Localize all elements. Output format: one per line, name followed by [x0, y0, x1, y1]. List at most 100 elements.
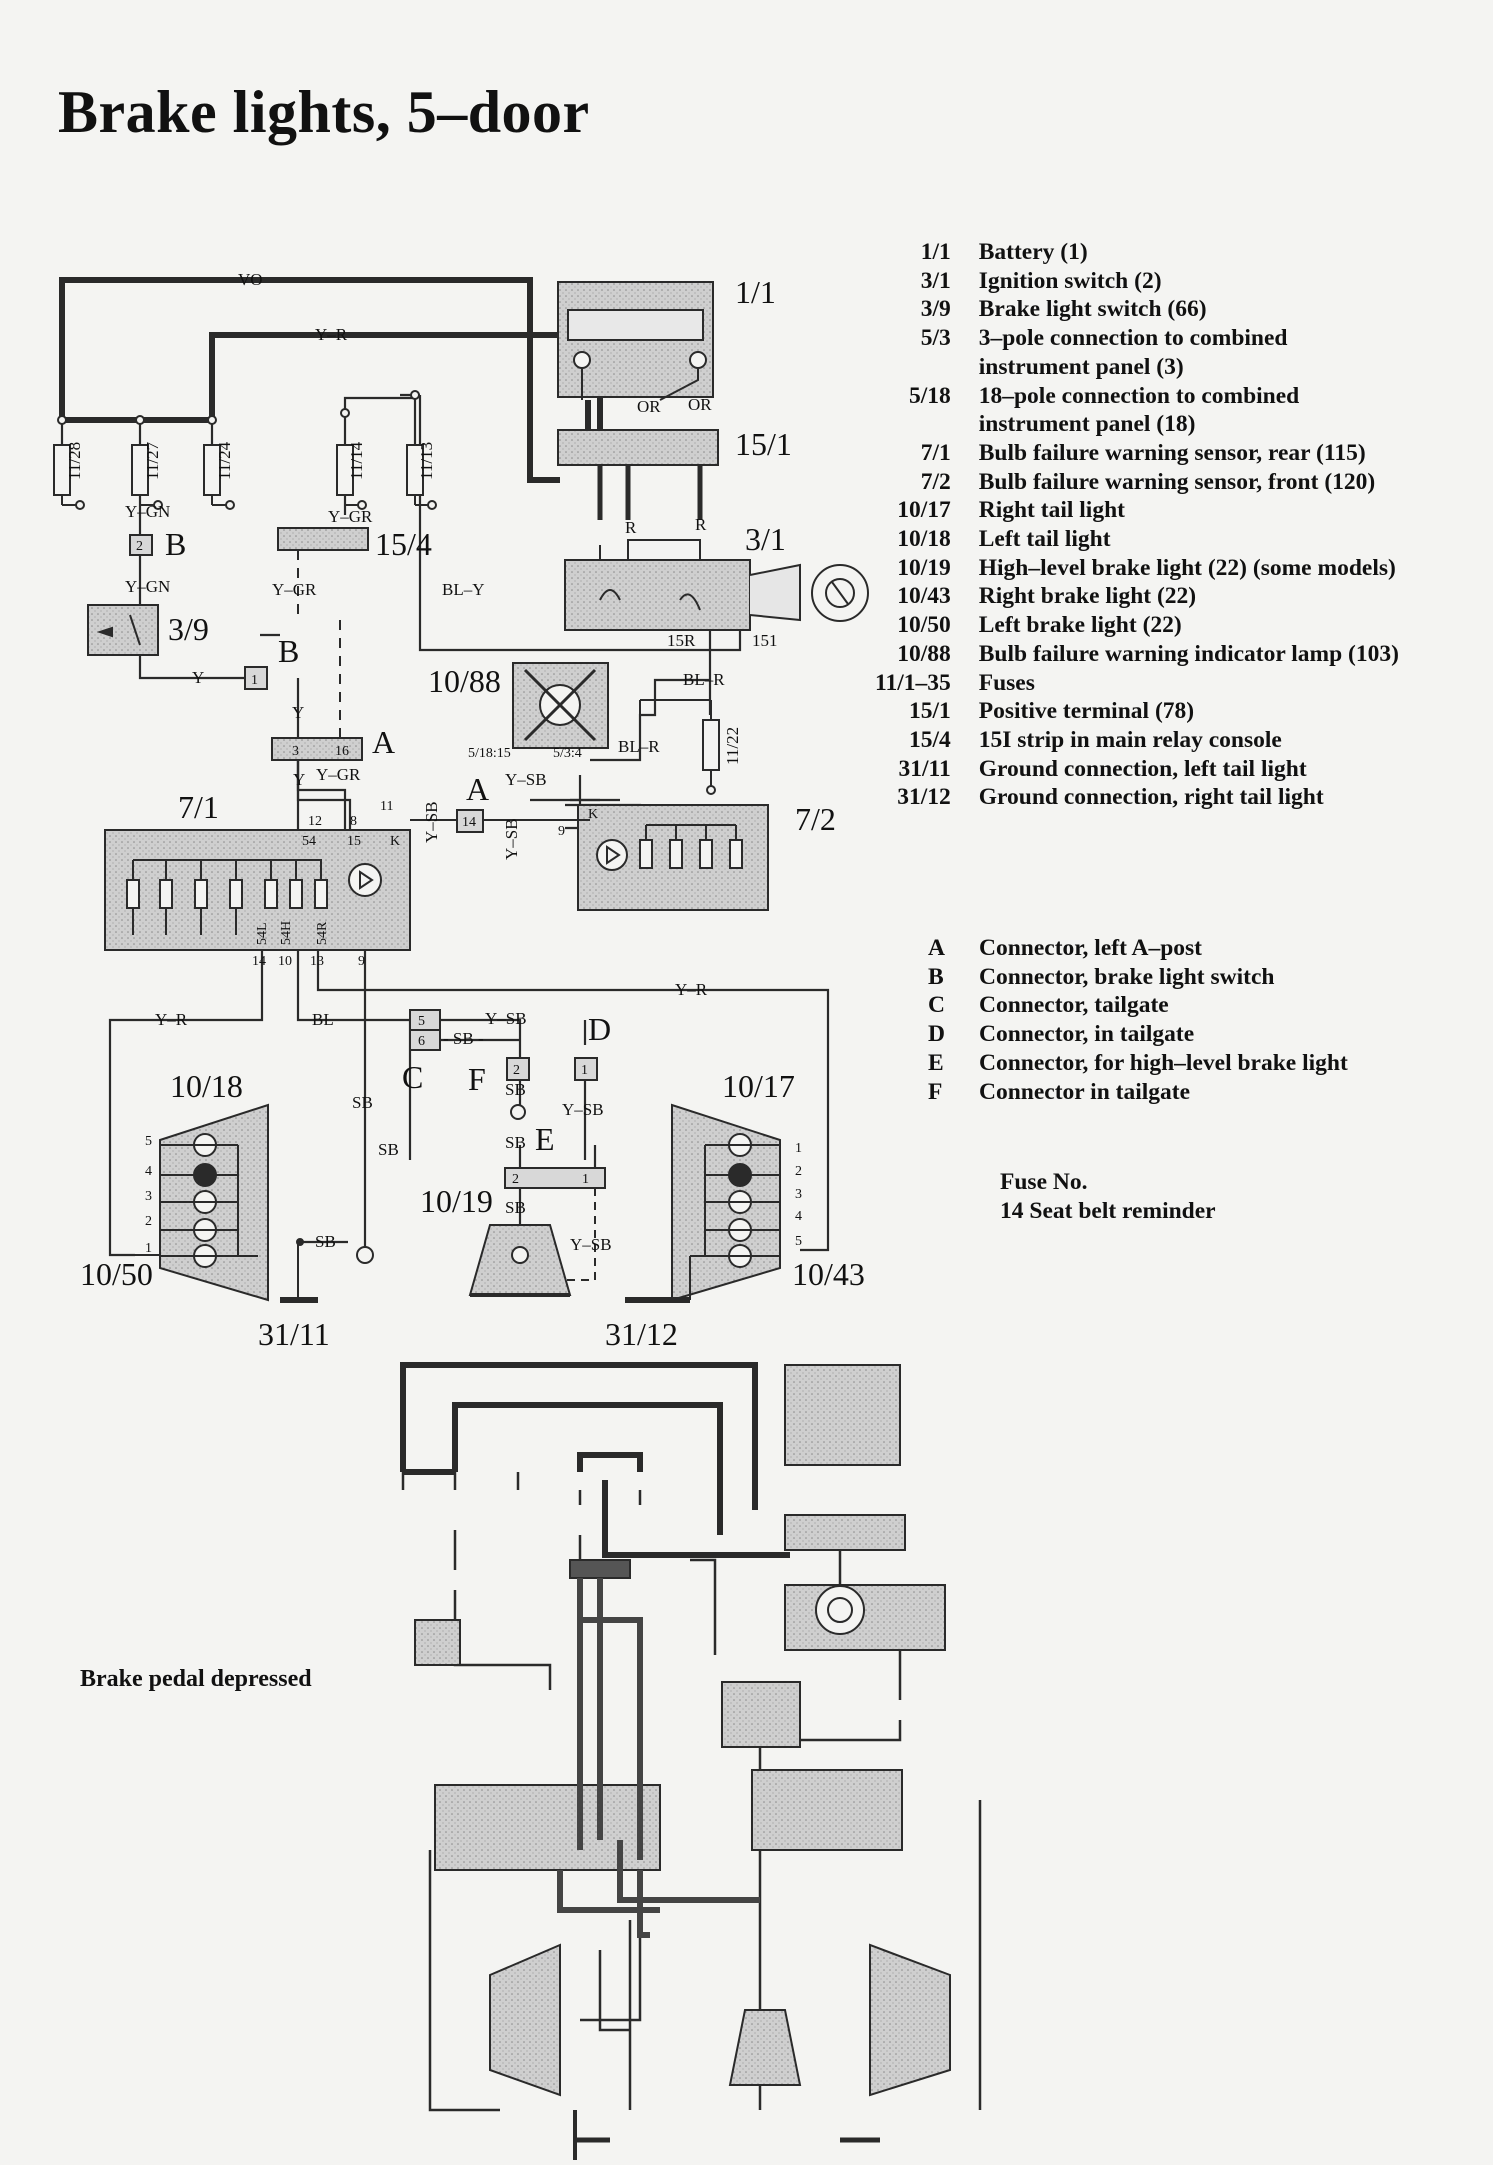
wire-label-y-2: Y [292, 703, 304, 722]
pin-13-out: 13 [310, 954, 324, 969]
legend-component-code: 10/50 [897, 612, 951, 639]
legend-component-desc: Right tail light [978, 497, 1125, 524]
label-connector-b-lower: B [278, 633, 299, 669]
legend-component-desc: instrument panel (3) [978, 353, 1184, 380]
legend-component-desc: Left tail light [978, 526, 1111, 553]
wire-label-sb-3: SB [505, 1080, 526, 1099]
label-battery: 1/1 [735, 274, 776, 310]
pin-l3: 3 [145, 1189, 152, 1204]
wire-label-yr-right: Y–R [675, 980, 708, 999]
fuse-note-line: 14 Seat belt reminder [1000, 1197, 1216, 1224]
label-fuse-11-13: 11/13 [417, 442, 436, 480]
label-ground-right: 31/12 [605, 1316, 678, 1352]
label-fuse-11-28: 11/28 [65, 442, 84, 480]
legend-connector-code: F [928, 1078, 943, 1105]
wire-label-ygn-1: Y–GN [125, 502, 170, 521]
pin-2-f: 2 [513, 1063, 520, 1078]
legend-component-code: 10/18 [897, 526, 951, 553]
pin-9-out: 9 [358, 954, 365, 969]
wire-label-vo: VO [238, 270, 263, 289]
pin-53: 5/3:4 [553, 746, 582, 761]
legend-component-code: 10/88 [897, 640, 951, 667]
pin-l2: 2 [145, 1214, 152, 1229]
sensor-front [577, 804, 769, 911]
pin-b-upper: 2 [136, 539, 143, 554]
fuse-group [53, 390, 437, 510]
label-ground-left: 31/11 [258, 1316, 330, 1352]
wire-label-yr-left: Y–R [155, 1010, 188, 1029]
legend-connector-desc: Connector, in tailgate [978, 1021, 1195, 1048]
legend-component-desc: Ground connection, right tail light [978, 784, 1324, 811]
wire-label-ygr-3: Y–GR [316, 765, 361, 784]
legend-component-code: 3/1 [920, 267, 951, 294]
wire-label-yr-top: Y–R [315, 325, 348, 344]
wire-label-ysb-1: Y–SB [505, 770, 547, 789]
pin-54h: 54H [279, 921, 294, 945]
wire-label-ysb-3: Y–SB [502, 818, 521, 860]
legend-component-desc: 18–pole connection to combined [978, 382, 1300, 409]
legend-component-desc: Brake light switch (66) [978, 296, 1207, 323]
legend-component-desc: Right brake light (22) [978, 583, 1197, 610]
label-fuse-11-24: 11/24 [215, 441, 234, 480]
label-ignition-switch: 3/1 [745, 521, 786, 557]
pin-l4: 4 [145, 1164, 152, 1179]
wire-label-r-1: R [625, 518, 637, 537]
wire-label-y-3: Y [293, 770, 305, 789]
wire-label-sb-1: SB [352, 1093, 373, 1112]
pin-r1: 1 [795, 1141, 802, 1156]
wire-label-blr-2: BL–R [618, 737, 660, 756]
legend-component-code: 1/1 [920, 239, 951, 265]
label-connector-e: E [535, 1121, 555, 1157]
wire-label-or-2: OR [688, 395, 712, 414]
legend-connector-desc: Connector, for high–level brake light [978, 1049, 1348, 1076]
legend-component-code: 10/19 [897, 554, 951, 581]
legend-component-row: 10/17 Right tail light [875, 496, 1399, 525]
legend-component-desc: Bulb failure warning indicator lamp (103… [978, 640, 1399, 667]
legend-connector-code: E [928, 1049, 944, 1076]
legend-component-desc: Ground connection, left tail light [978, 755, 1307, 782]
legend-component-code: 15/4 [908, 726, 951, 753]
legend-component-desc: 15I strip in main relay console [978, 726, 1282, 753]
wire-label-blr-1: BL–R [683, 670, 725, 689]
pin-l5: 5 [145, 1134, 152, 1149]
pin-a-16: 16 [335, 744, 349, 759]
connector-b-box [129, 534, 153, 556]
pin-b-lower: 1 [251, 673, 258, 688]
pin-a-14: 14 [462, 815, 476, 830]
label-connector-d: D [588, 1011, 611, 1047]
legend-connector-desc: Connector, tailgate [978, 992, 1169, 1019]
label-strip-15i: 15/4 [375, 526, 432, 562]
legend-component-row: 10/88 Bulb failure warning indicator lamp… [875, 640, 1399, 669]
wire-label-sb-6: SB [315, 1232, 336, 1251]
pin-1-e: 1 [582, 1172, 589, 1187]
wire-label-sb-4: SB [505, 1133, 526, 1152]
legend-connector-row: E Connector, for high–level brake light [928, 1049, 1348, 1078]
pin-1-d: 1 [581, 1063, 588, 1078]
upper-schematic [53, 277, 869, 1303]
wire-label-r-2: R [695, 515, 707, 534]
strip-15i [277, 527, 369, 551]
legend-component-code: 10/17 [897, 497, 951, 524]
battery [557, 281, 714, 401]
pin-5-c: 5 [418, 1014, 425, 1029]
pin-l1: 1 [145, 1241, 152, 1256]
brake-switch [87, 604, 159, 656]
strip-dashes [297, 550, 341, 738]
wire-label-or-1: OR [637, 397, 661, 416]
ignition-switch [564, 539, 869, 631]
legend-component-code: 10/43 [897, 583, 951, 610]
connector-b-1-box [244, 666, 268, 690]
